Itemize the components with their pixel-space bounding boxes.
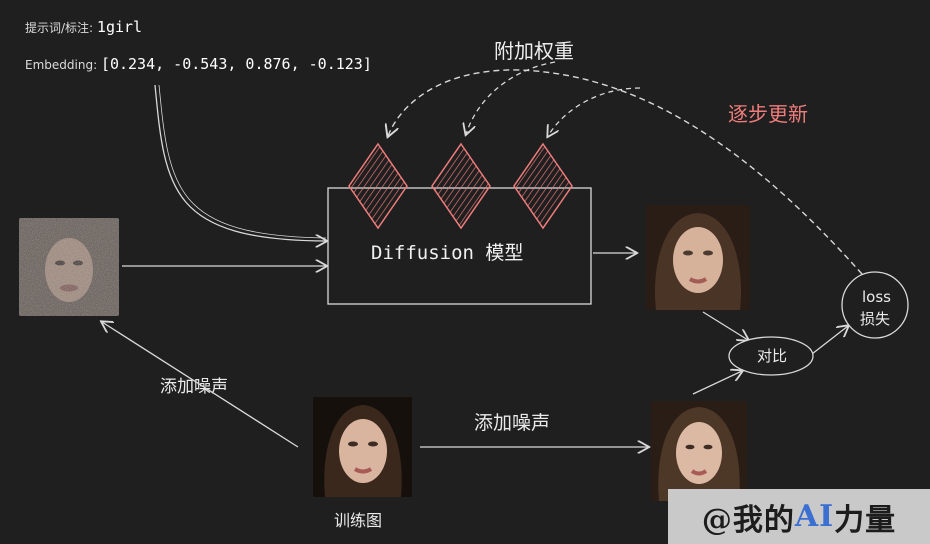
noised-target-image — [651, 401, 747, 501]
model-label: Diffusion 模型 — [371, 242, 524, 264]
add-noise-left-arrow — [102, 322, 299, 448]
embedding-value: [0.234, -0.543, 0.876, -0.123] — [100, 55, 372, 73]
embedding-arrow — [154, 84, 326, 241]
stepwise-update-label: 逐步更新 — [728, 102, 808, 126]
loss-label: loss — [862, 288, 891, 306]
embedding-label: Embedding: — [25, 58, 98, 72]
weight-diamond-1 — [348, 142, 408, 230]
prompt-label: 提示词/标注: — [25, 21, 94, 35]
compare-label: 对比 — [757, 347, 788, 365]
output-to-compare-arrow — [702, 311, 748, 340]
compare-node — [728, 336, 814, 376]
add-noise-bottom-label: 添加噪声 — [474, 412, 551, 434]
loss-node — [841, 271, 909, 339]
update-arrow-1 — [388, 69, 863, 275]
training-image — [313, 397, 412, 497]
loss-sub-label: 损失 — [860, 310, 891, 328]
training-image-label: 训练图 — [334, 511, 383, 530]
noisy-input-image — [19, 218, 119, 316]
model-output-image — [646, 205, 750, 310]
watermark-suffix: 力量 — [834, 502, 897, 538]
watermark-prefix: @我的 — [701, 502, 795, 538]
additional-weights-label: 附加权重 — [494, 39, 574, 63]
prompt-line: 提示词/标注: 1girl — [25, 18, 142, 36]
target-to-compare-arrow — [692, 371, 742, 395]
weight-diamond-3 — [513, 142, 573, 230]
compare-to-loss-arrow — [811, 326, 848, 355]
prompt-value: 1girl — [96, 18, 143, 36]
weight-diamond-2 — [431, 142, 491, 230]
update-arrow-3 — [548, 87, 641, 136]
watermark-ai: AI — [794, 499, 835, 534]
embedding-line: Embedding: [0.234, -0.543, 0.876, -0.123… — [25, 55, 372, 73]
